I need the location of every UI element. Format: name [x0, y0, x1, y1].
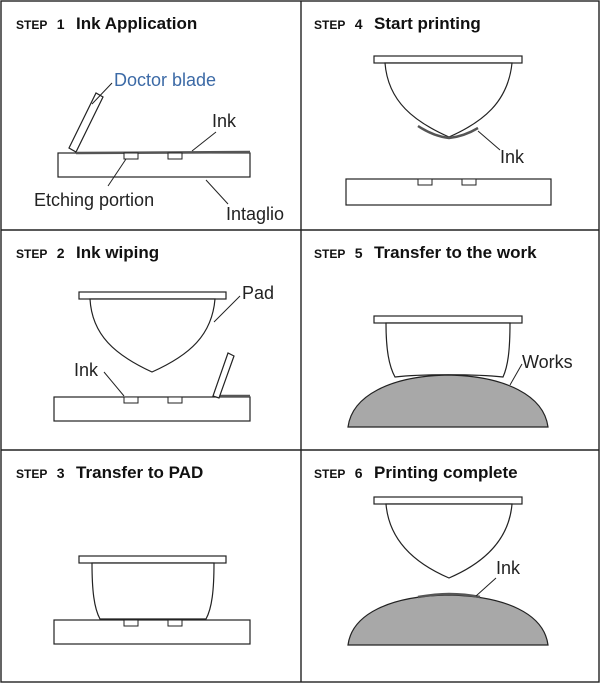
work-piece — [347, 374, 549, 428]
ink-layer — [75, 150, 251, 155]
intaglio-plate — [57, 152, 251, 178]
step-4-word: STEP — [314, 18, 345, 32]
ink-leader — [477, 130, 501, 151]
intaglio-plate — [53, 619, 251, 645]
intaglio-plate — [345, 178, 552, 206]
pad — [385, 503, 513, 579]
doctor-blade-label: Doctor blade — [114, 70, 216, 90]
step-4-number: 4 — [355, 16, 363, 32]
works-leader — [509, 363, 523, 386]
svg-text:STEP 1 Ink Applica: STEP 1 Ink Application — [16, 14, 197, 33]
pad — [385, 322, 511, 378]
pad-base-plate — [373, 496, 523, 505]
step-5-word: STEP — [314, 247, 345, 261]
step-1-panel: STEP 1 Ink Application Doctor blade Ink … — [16, 14, 284, 224]
ink-label: Ink — [500, 147, 525, 167]
doctor-blade — [68, 92, 104, 153]
pad-base-plate — [373, 55, 523, 64]
intaglio-label: Intaglio — [226, 204, 284, 224]
step-6-word: STEP — [314, 467, 345, 481]
pad-label: Pad — [242, 283, 274, 303]
step-1-number: 1 — [57, 16, 65, 32]
svg-text:STEP 6 Printing co: STEP 6 Printing complete — [314, 463, 518, 482]
pad-base-plate — [78, 291, 227, 300]
ink-label: Ink — [74, 360, 99, 380]
step-5-number: 5 — [355, 245, 363, 261]
step-4-title: Start printing — [374, 14, 481, 33]
pad — [91, 562, 215, 620]
step-2-panel: STEP 2 Ink wiping Pad Ink — [16, 243, 274, 422]
doctor-blade — [212, 352, 235, 399]
etching-portion — [167, 152, 183, 160]
ink-leader — [191, 131, 217, 152]
step-3-word: STEP — [16, 467, 47, 481]
step-4-panel: STEP 4 Start printing Ink — [314, 14, 552, 206]
etching-portion — [123, 152, 139, 160]
step-6-title: Printing complete — [374, 463, 518, 482]
pad — [384, 62, 513, 138]
step-6-number: 6 — [355, 465, 363, 481]
svg-text:STEP 4 Start print: STEP 4 Start printing — [314, 14, 481, 33]
step-5-panel: STEP 5 Transfer to the work Works — [314, 243, 573, 428]
pad — [89, 298, 216, 373]
doctor-blade-leader — [91, 82, 113, 105]
ink-label: Ink — [496, 558, 521, 578]
pad-base-plate — [78, 555, 227, 564]
etching-portion — [123, 396, 139, 404]
svg-text:STEP 5 Transfer to: STEP 5 Transfer to the work — [314, 243, 537, 262]
etching-portion — [167, 396, 183, 404]
etching-portion — [417, 178, 433, 186]
etching-portion — [167, 619, 183, 627]
step-2-number: 2 — [57, 245, 65, 261]
work-piece — [347, 594, 549, 646]
pad-leader — [213, 295, 241, 323]
intaglio-plate — [53, 396, 251, 422]
works-label: Works — [522, 352, 573, 372]
pad-base-plate — [373, 315, 523, 324]
step-3-number: 3 — [57, 465, 65, 481]
step-1-title: Ink Application — [76, 14, 197, 33]
svg-text:STEP 3 Transfer to: STEP 3 Transfer to PAD — [16, 463, 203, 482]
etching-portion — [461, 178, 477, 186]
step-3-title: Transfer to PAD — [76, 463, 203, 482]
step-5-title: Transfer to the work — [374, 243, 537, 262]
ink-label: Ink — [212, 111, 237, 131]
step-6-panel: STEP 6 Printing complete Ink — [314, 463, 549, 646]
step-1-word: STEP — [16, 18, 47, 32]
intaglio-leader — [205, 179, 229, 205]
etching-portion-leader — [107, 158, 127, 187]
svg-text:STEP 2 Ink wiping: STEP 2 Ink wiping — [16, 243, 159, 262]
step-3-panel: STEP 3 Transfer to PAD — [16, 463, 251, 645]
step-2-title: Ink wiping — [76, 243, 159, 262]
ink-leader — [475, 577, 497, 597]
ink-on-pad — [417, 124, 479, 140]
etching-portion-label: Etching portion — [34, 190, 154, 210]
ink-on-work — [417, 592, 481, 599]
step-2-word: STEP — [16, 247, 47, 261]
ink-leader — [103, 371, 125, 397]
etching-portion — [123, 619, 139, 627]
